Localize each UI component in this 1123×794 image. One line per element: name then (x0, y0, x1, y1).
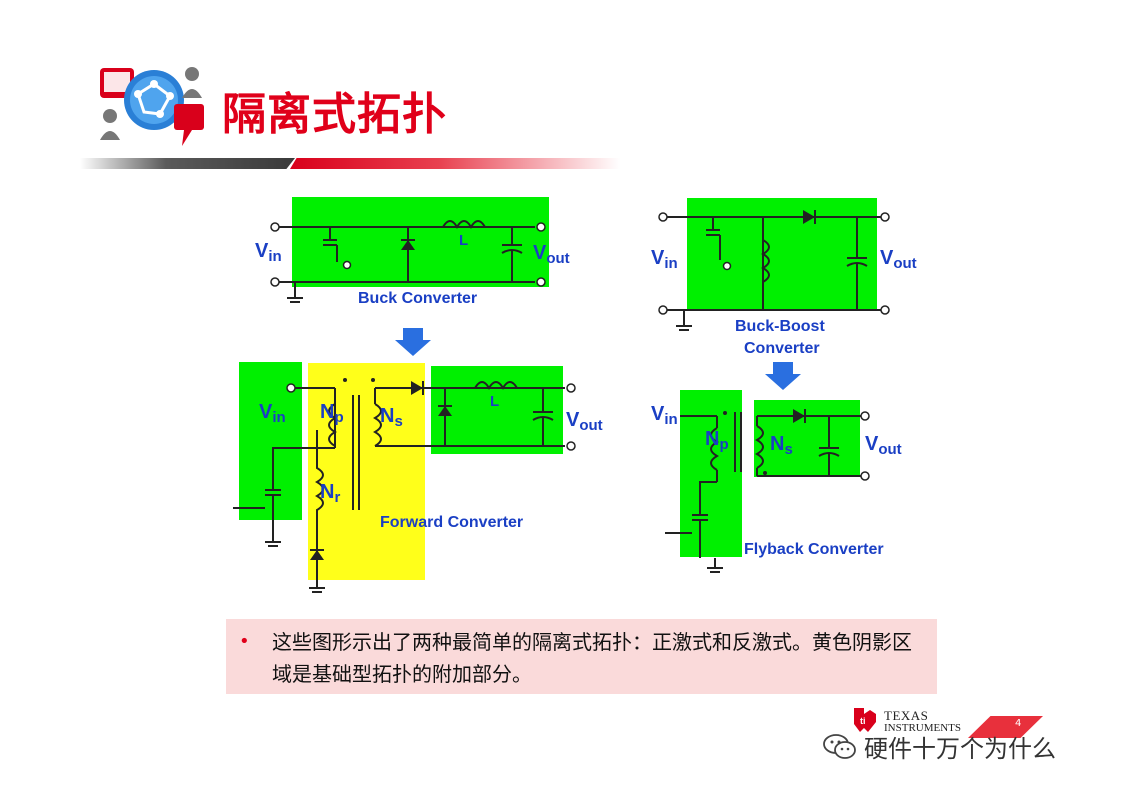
page-number: 4 (1015, 718, 1022, 729)
buck-green-region (292, 197, 549, 287)
forward-output-green-region (431, 366, 563, 454)
buckboost-to-flyback-arrow (765, 362, 801, 390)
buck-boost-converter: Vin Vout Buck-Boost Converter (651, 198, 917, 357)
texas-instruments-logo-icon: ti (854, 708, 876, 732)
buckboost-caption-line1: Buck-Boost (735, 318, 825, 335)
watermark-text: 硬件十万个为什么 (864, 735, 1056, 763)
buckboost-caption-line2: Converter (744, 340, 820, 357)
forward-vout-label: Vout (566, 409, 603, 434)
wechat-icon (823, 733, 856, 759)
forward-vin-label: Vin (259, 401, 286, 426)
ti-brand-line2: INSTRUMENTS (884, 722, 962, 734)
forward-caption: Forward Converter (380, 514, 523, 531)
title-divider-red (290, 158, 620, 169)
title-divider-dark (80, 158, 295, 169)
forward-nr-label: Nr (320, 481, 340, 506)
ti-brand-line1: TEXAS (884, 708, 929, 723)
note-box: • 这些图形示出了两种最简单的隔离式拓扑：正激式和反激式。黄色阴影区域是基础型拓… (226, 619, 937, 694)
forward-inductor-label: L (490, 393, 499, 410)
flyback-caption: Flyback Converter (744, 541, 884, 558)
footer-red-band (968, 716, 1043, 738)
buck-converter: Vin Vout L Buck Converter (255, 197, 570, 307)
buckboost-vout-label: Vout (880, 247, 917, 272)
flyback-vin-label: Vin (651, 403, 678, 428)
header-logo (100, 67, 204, 146)
forward-ns-label: Ns (380, 405, 403, 430)
buck-inductor-label: L (459, 232, 468, 249)
note-text: 这些图形示出了两种最简单的隔离式拓扑：正激式和反激式。黄色阴影区域是基础型拓扑的… (272, 630, 912, 686)
flyback-converter: Vin Np Ns Vout Flyback Converter (651, 390, 902, 573)
forward-np-label: Np (320, 401, 344, 426)
flyback-ns-label: Ns (770, 433, 793, 458)
svg-text:ti: ti (860, 716, 866, 726)
buckboost-green-region (687, 198, 877, 311)
flyback-output-green-region (754, 400, 860, 477)
flyback-np-label: Np (705, 428, 729, 453)
note-bullet: • (239, 631, 250, 652)
buck-vin-label: Vin (255, 240, 282, 265)
buck-vout-label: Vout (533, 242, 570, 267)
flyback-input-green-region (680, 390, 742, 557)
forward-yellow-region (308, 363, 425, 580)
buck-caption: Buck Converter (358, 290, 477, 307)
flyback-vout-label: Vout (865, 433, 902, 458)
page-title: 隔离式拓扑 (222, 89, 447, 140)
buckboost-vin-label: Vin (651, 247, 678, 272)
topology-diagram: Vin Vout L Buck Converter Vin Vout Buck-… (233, 197, 917, 593)
buck-to-forward-arrow (395, 328, 431, 356)
forward-converter: Vin Np Ns Nr L Vout Forward Converter (233, 362, 603, 593)
watermark: 硬件十万个为什么 (822, 729, 1056, 764)
